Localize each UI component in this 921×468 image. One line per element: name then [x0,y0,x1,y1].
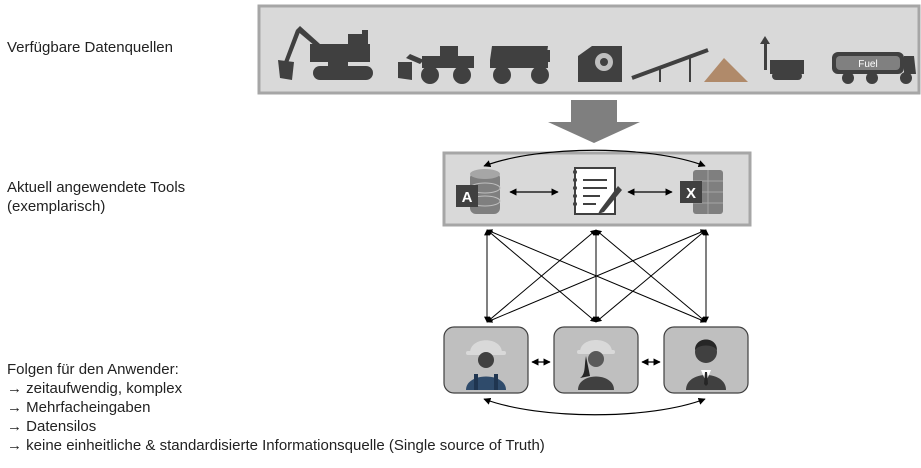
excel-icon: X [680,170,723,214]
svg-text:A: A [462,189,473,206]
consequences-title: Folgen für den Anwender: [7,361,179,378]
user-connectors [483,358,706,416]
consequence-item: → Datensilos [7,418,97,435]
svg-text:Fuel: Fuel [858,59,877,70]
wheel-loader-icon [398,46,474,84]
excavator-icon [278,26,373,80]
down-arrow [548,100,640,143]
connection-mesh [484,229,709,323]
sources-label: Verfügbare Datenquellen [7,39,173,56]
conveyor-icon [631,48,748,82]
consequence-item: → zeitaufwendig, komplex [7,380,183,397]
drill-rig-icon [760,36,804,80]
tools-label-line2: (exemplarisch) [7,198,106,215]
tools-label-line1: Aktuell angewendete Tools [7,179,186,196]
fuel-truck-icon: Fuel [832,52,916,84]
consequence-item: → keine einheitliche & standardisierte I… [7,437,545,454]
consequences-block: Folgen für den Anwender: → zeitaufwendig… [7,360,545,455]
svg-text:X: X [686,185,696,202]
worker-icon [466,340,506,390]
crusher-icon [578,46,622,82]
female-worker-icon [577,340,615,390]
notepad-icon [573,167,622,215]
tool-connectors [483,149,706,196]
consequence-item: → Mehrfacheingaben [7,399,151,416]
businessman-icon [686,339,726,390]
dump-truck-icon [490,46,550,84]
tools-label: Aktuell angewendete Tools (exemplarisch) [7,178,185,216]
access-icon: A [456,169,501,214]
